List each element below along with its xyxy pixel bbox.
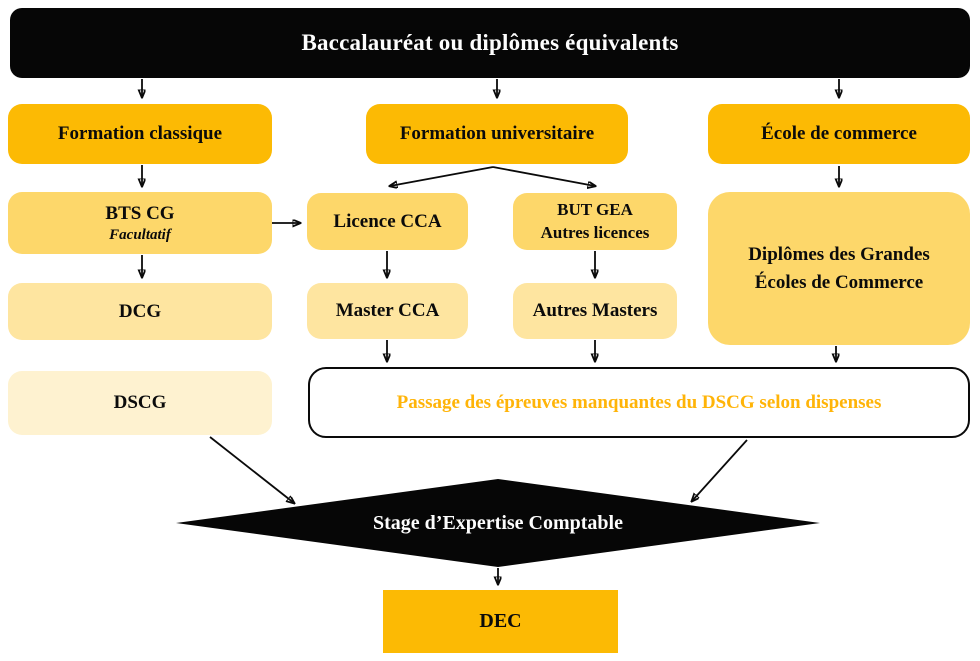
node-diplomes-grandes-ecoles-label: Diplômes des Grandes Écoles de Commerce: [748, 243, 930, 293]
node-stage-expertise-comptable: Stage d’Expertise Comptable: [176, 479, 820, 567]
node-dec: DEC: [383, 590, 618, 653]
node-licence-cca: Licence CCA: [307, 193, 468, 250]
arrow-fu-to-licence-cca: [390, 166, 494, 186]
node-autres-masters: Autres Masters: [513, 283, 677, 339]
node-dscg-label: DSCG: [113, 392, 167, 414]
node-ecole-commerce: École de commerce: [708, 104, 970, 164]
node-formation-universitaire: Formation universitaire: [366, 104, 628, 164]
node-master-cca-label: Master CCA: [335, 300, 440, 322]
node-formation-universitaire-label: Formation universitaire: [399, 123, 595, 145]
node-master-cca: Master CCA: [307, 283, 468, 339]
node-but-gea-label2: Autres licences: [540, 222, 650, 242]
node-dcg: DCG: [8, 283, 272, 340]
node-licence-cca-label: Licence CCA: [333, 210, 442, 232]
arrow-fu-to-but-gea: [492, 166, 595, 186]
node-bts-cg-sublabel: Facultatif: [109, 226, 171, 243]
node-dscg: DSCG: [8, 371, 272, 435]
node-diplomes-grandes-ecoles: Diplômes des Grandes Écoles de Commerce: [708, 192, 970, 345]
node-autres-masters-label: Autres Masters: [532, 300, 658, 322]
node-dec-label: DEC: [479, 610, 522, 632]
node-formation-classique-label: Formation classique: [57, 123, 223, 145]
node-bts-cg: BTS CG Facultatif: [8, 192, 272, 254]
arrow-dscg-to-stage: [209, 436, 294, 503]
node-bts-cg-label: BTS CG: [105, 202, 175, 224]
arrow-passage-to-stage: [692, 439, 748, 501]
node-passage-epreuves-label: Passage des épreuves manquantes du DSCG …: [396, 391, 882, 413]
node-stage-expertise-comptable-label: Stage d’Expertise Comptable: [373, 511, 623, 534]
node-passage-epreuves: Passage des épreuves manquantes du DSCG …: [308, 367, 970, 438]
node-dcg-label: DCG: [118, 300, 162, 322]
node-but-gea-label: BUT GEA: [557, 200, 633, 220]
node-formation-classique: Formation classique: [8, 104, 272, 164]
node-baccalaureat: Baccalauréat ou diplômes équivalents: [10, 8, 970, 78]
node-ecole-commerce-label: École de commerce: [761, 123, 917, 145]
node-baccalaureat-label: Baccalauréat ou diplômes équivalents: [301, 29, 679, 55]
node-but-gea: BUT GEA Autres licences: [513, 193, 677, 250]
